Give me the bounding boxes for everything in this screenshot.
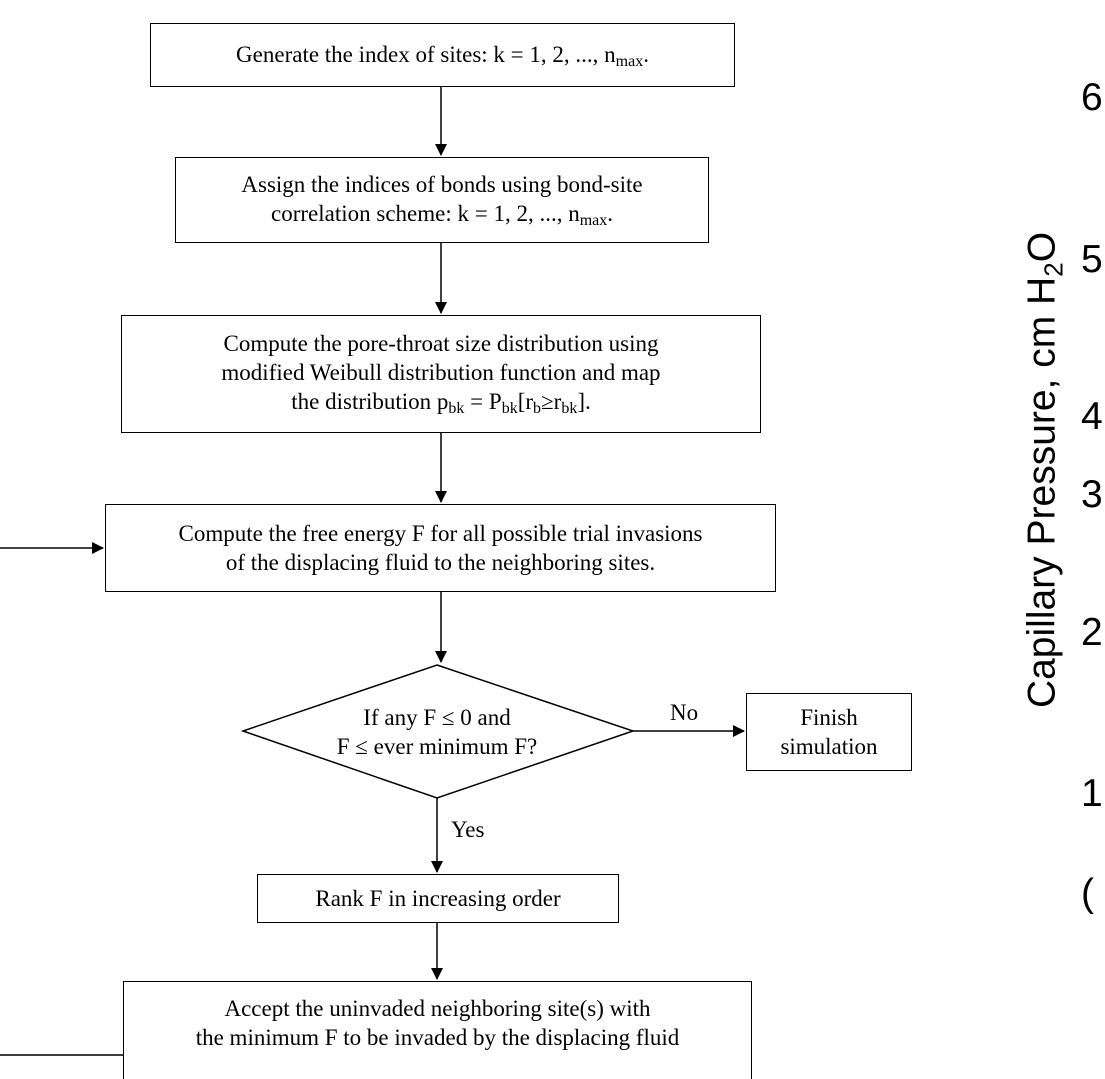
dist-text-c: [r [517, 389, 534, 414]
compute-distribution-box: Compute the pore-throat size distributio… [121, 315, 761, 433]
dist-text-b: = P [464, 389, 502, 414]
free-energy-line1: Compute the free energy F for all possib… [178, 521, 703, 546]
tick-label: 1( [1081, 772, 1105, 815]
tick-label: ( [1081, 872, 1094, 915]
finish-line2: simulation [780, 734, 878, 759]
generate-sites-tail: . [643, 42, 649, 67]
finish-simulation-box: Finish simulation [746, 693, 912, 771]
decision-line1: If any F ≤ 0 and [363, 705, 511, 730]
tick-label: 2( [1081, 611, 1105, 654]
assign-bonds-box: Assign the indices of bonds using bond-s… [175, 157, 709, 243]
decision-line2: F ≤ ever minimum F? [336, 734, 538, 759]
rank-f-box: Rank F in increasing order [257, 874, 619, 923]
decision-text: If any F ≤ 0 and F ≤ ever minimum F? [283, 703, 591, 761]
accept-line2: the minimum F to be invaded by the displ… [195, 1025, 680, 1050]
assign-bonds-line2: correlation scheme: k = 1, 2, ..., n [271, 201, 580, 226]
tick-label: 3( [1081, 473, 1105, 516]
dist-sub-4: bk [561, 400, 578, 417]
generate-sites-text: Generate the index of sites: k = 1, 2, .… [236, 42, 616, 67]
axis-label-tail: O [1020, 231, 1064, 263]
dist-text-e: ]. [577, 389, 591, 414]
free-energy-box: Compute the free energy F for all possib… [105, 504, 776, 592]
dist-text-d: ≥r [541, 389, 562, 414]
dist-sub-2: bk [501, 400, 518, 417]
rank-f-text: Rank F in increasing order [315, 886, 561, 911]
compute-distribution-line3: the distribution pbk = Pbk[rb≥rbk]. [122, 387, 760, 423]
assign-bonds-sub: max [579, 212, 608, 229]
axis-label-sub: 2 [1038, 262, 1069, 277]
dist-sub-3: b [533, 400, 542, 417]
tick-label: 5( [1081, 238, 1105, 281]
axis-label-text: Capillary Pressure, cm H [1020, 276, 1064, 709]
tick-label: 6 [1081, 76, 1103, 119]
tick-label: 4( [1081, 395, 1105, 438]
accept-line1: Accept the uninvaded neighboring site(s)… [224, 996, 651, 1021]
compute-distribution-line2: modified Weibull distribution function a… [221, 360, 661, 385]
assign-bonds-line1: Assign the indices of bonds using bond-s… [241, 172, 643, 197]
dist-text-a: the distribution p [291, 389, 449, 414]
accept-site-box: Accept the uninvaded neighboring site(s)… [123, 981, 752, 1079]
generate-sites-box: Generate the index of sites: k = 1, 2, .… [150, 23, 735, 87]
no-label: No [670, 700, 699, 725]
free-energy-line2: of the displacing fluid to the neighbori… [225, 550, 656, 575]
yes-label: Yes [451, 817, 485, 842]
assign-bonds-tail: . [607, 201, 613, 226]
finish-line1: Finish [800, 705, 858, 730]
generate-sites-sub: max [615, 53, 644, 70]
dist-sub-1: bk [448, 400, 465, 417]
compute-distribution-line1: Compute the pore-throat size distributio… [223, 331, 659, 356]
capillary-pressure-axis-label: Capillary Pressure, cm H2O [1021, 232, 1070, 708]
